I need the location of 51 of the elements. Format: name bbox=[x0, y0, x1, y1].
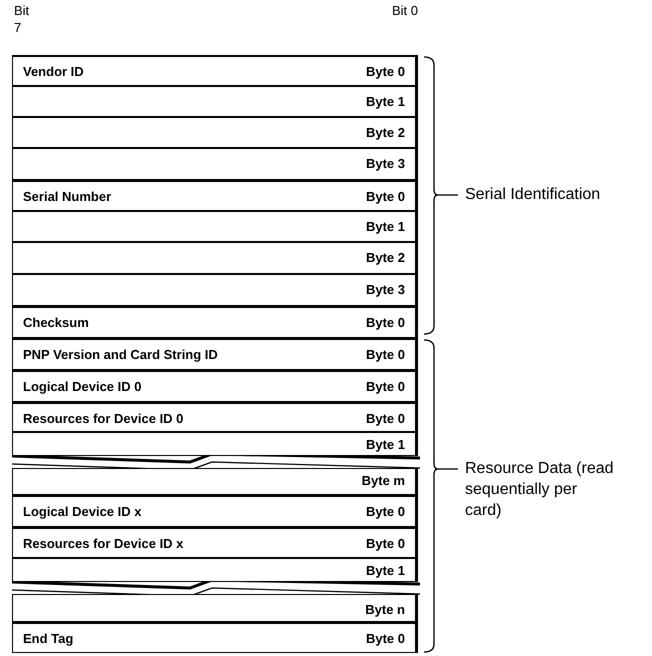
field-name: Resources for Device ID 0 bbox=[23, 411, 184, 426]
group-label: Serial Identification bbox=[465, 185, 602, 205]
byte-label: Byte 0 bbox=[366, 504, 405, 519]
table-row bbox=[12, 55, 418, 86]
table-row bbox=[12, 594, 418, 622]
byte-label: Byte 2 bbox=[366, 250, 405, 265]
byte-label: Byte 1 bbox=[366, 219, 405, 234]
byte-label: Byte 0 bbox=[366, 536, 405, 551]
byte-label: Byte 0 bbox=[366, 379, 405, 394]
byte-label: Byte m bbox=[362, 473, 405, 488]
byte-label: Byte 0 bbox=[366, 315, 405, 330]
table-row bbox=[12, 468, 418, 495]
field-name: Checksum bbox=[23, 315, 89, 330]
byte-label: Byte 0 bbox=[366, 347, 405, 362]
field-name: Resources for Device ID x bbox=[23, 536, 184, 551]
field-name: Vendor ID bbox=[23, 64, 84, 79]
table-row bbox=[12, 558, 418, 582]
group-label: Resource Data (read sequentially per card) bbox=[465, 459, 615, 521]
table-row bbox=[12, 180, 418, 211]
table-row bbox=[12, 86, 418, 117]
table-row bbox=[12, 622, 418, 653]
table-row bbox=[12, 338, 418, 370]
table-row bbox=[12, 274, 418, 306]
table-row bbox=[12, 148, 418, 180]
field-name: End Tag bbox=[23, 631, 74, 646]
bit-label: Bit 7 bbox=[14, 2, 30, 36]
byte-label: Byte 0 bbox=[366, 411, 405, 426]
byte-label: Byte 1 bbox=[366, 94, 405, 109]
field-name: PNP Version and Card String ID bbox=[23, 347, 218, 362]
byte-label: Byte 3 bbox=[366, 156, 405, 171]
field-name: Logical Device ID x bbox=[23, 504, 142, 519]
table-row bbox=[12, 117, 418, 148]
table-row bbox=[12, 306, 418, 338]
table-row bbox=[12, 495, 418, 527]
field-name: Serial Number bbox=[23, 189, 112, 204]
byte-label: Byte 0 bbox=[366, 189, 405, 204]
table-row bbox=[12, 527, 418, 558]
byte-label: Byte 1 bbox=[366, 437, 405, 452]
table-row bbox=[12, 242, 418, 274]
table-row bbox=[12, 432, 418, 456]
table-row bbox=[12, 402, 418, 432]
table-row bbox=[12, 370, 418, 402]
bit-label: Bit 0 bbox=[392, 2, 418, 19]
table-row bbox=[12, 211, 418, 242]
byte-label: Byte 2 bbox=[366, 125, 405, 140]
field-name: Logical Device ID 0 bbox=[23, 379, 142, 394]
byte-label: Byte 0 bbox=[366, 64, 405, 79]
byte-label: Byte 1 bbox=[366, 563, 405, 578]
byte-label: Byte 3 bbox=[366, 282, 405, 297]
byte-label: Byte n bbox=[365, 602, 405, 617]
byte-label: Byte 0 bbox=[366, 631, 405, 646]
